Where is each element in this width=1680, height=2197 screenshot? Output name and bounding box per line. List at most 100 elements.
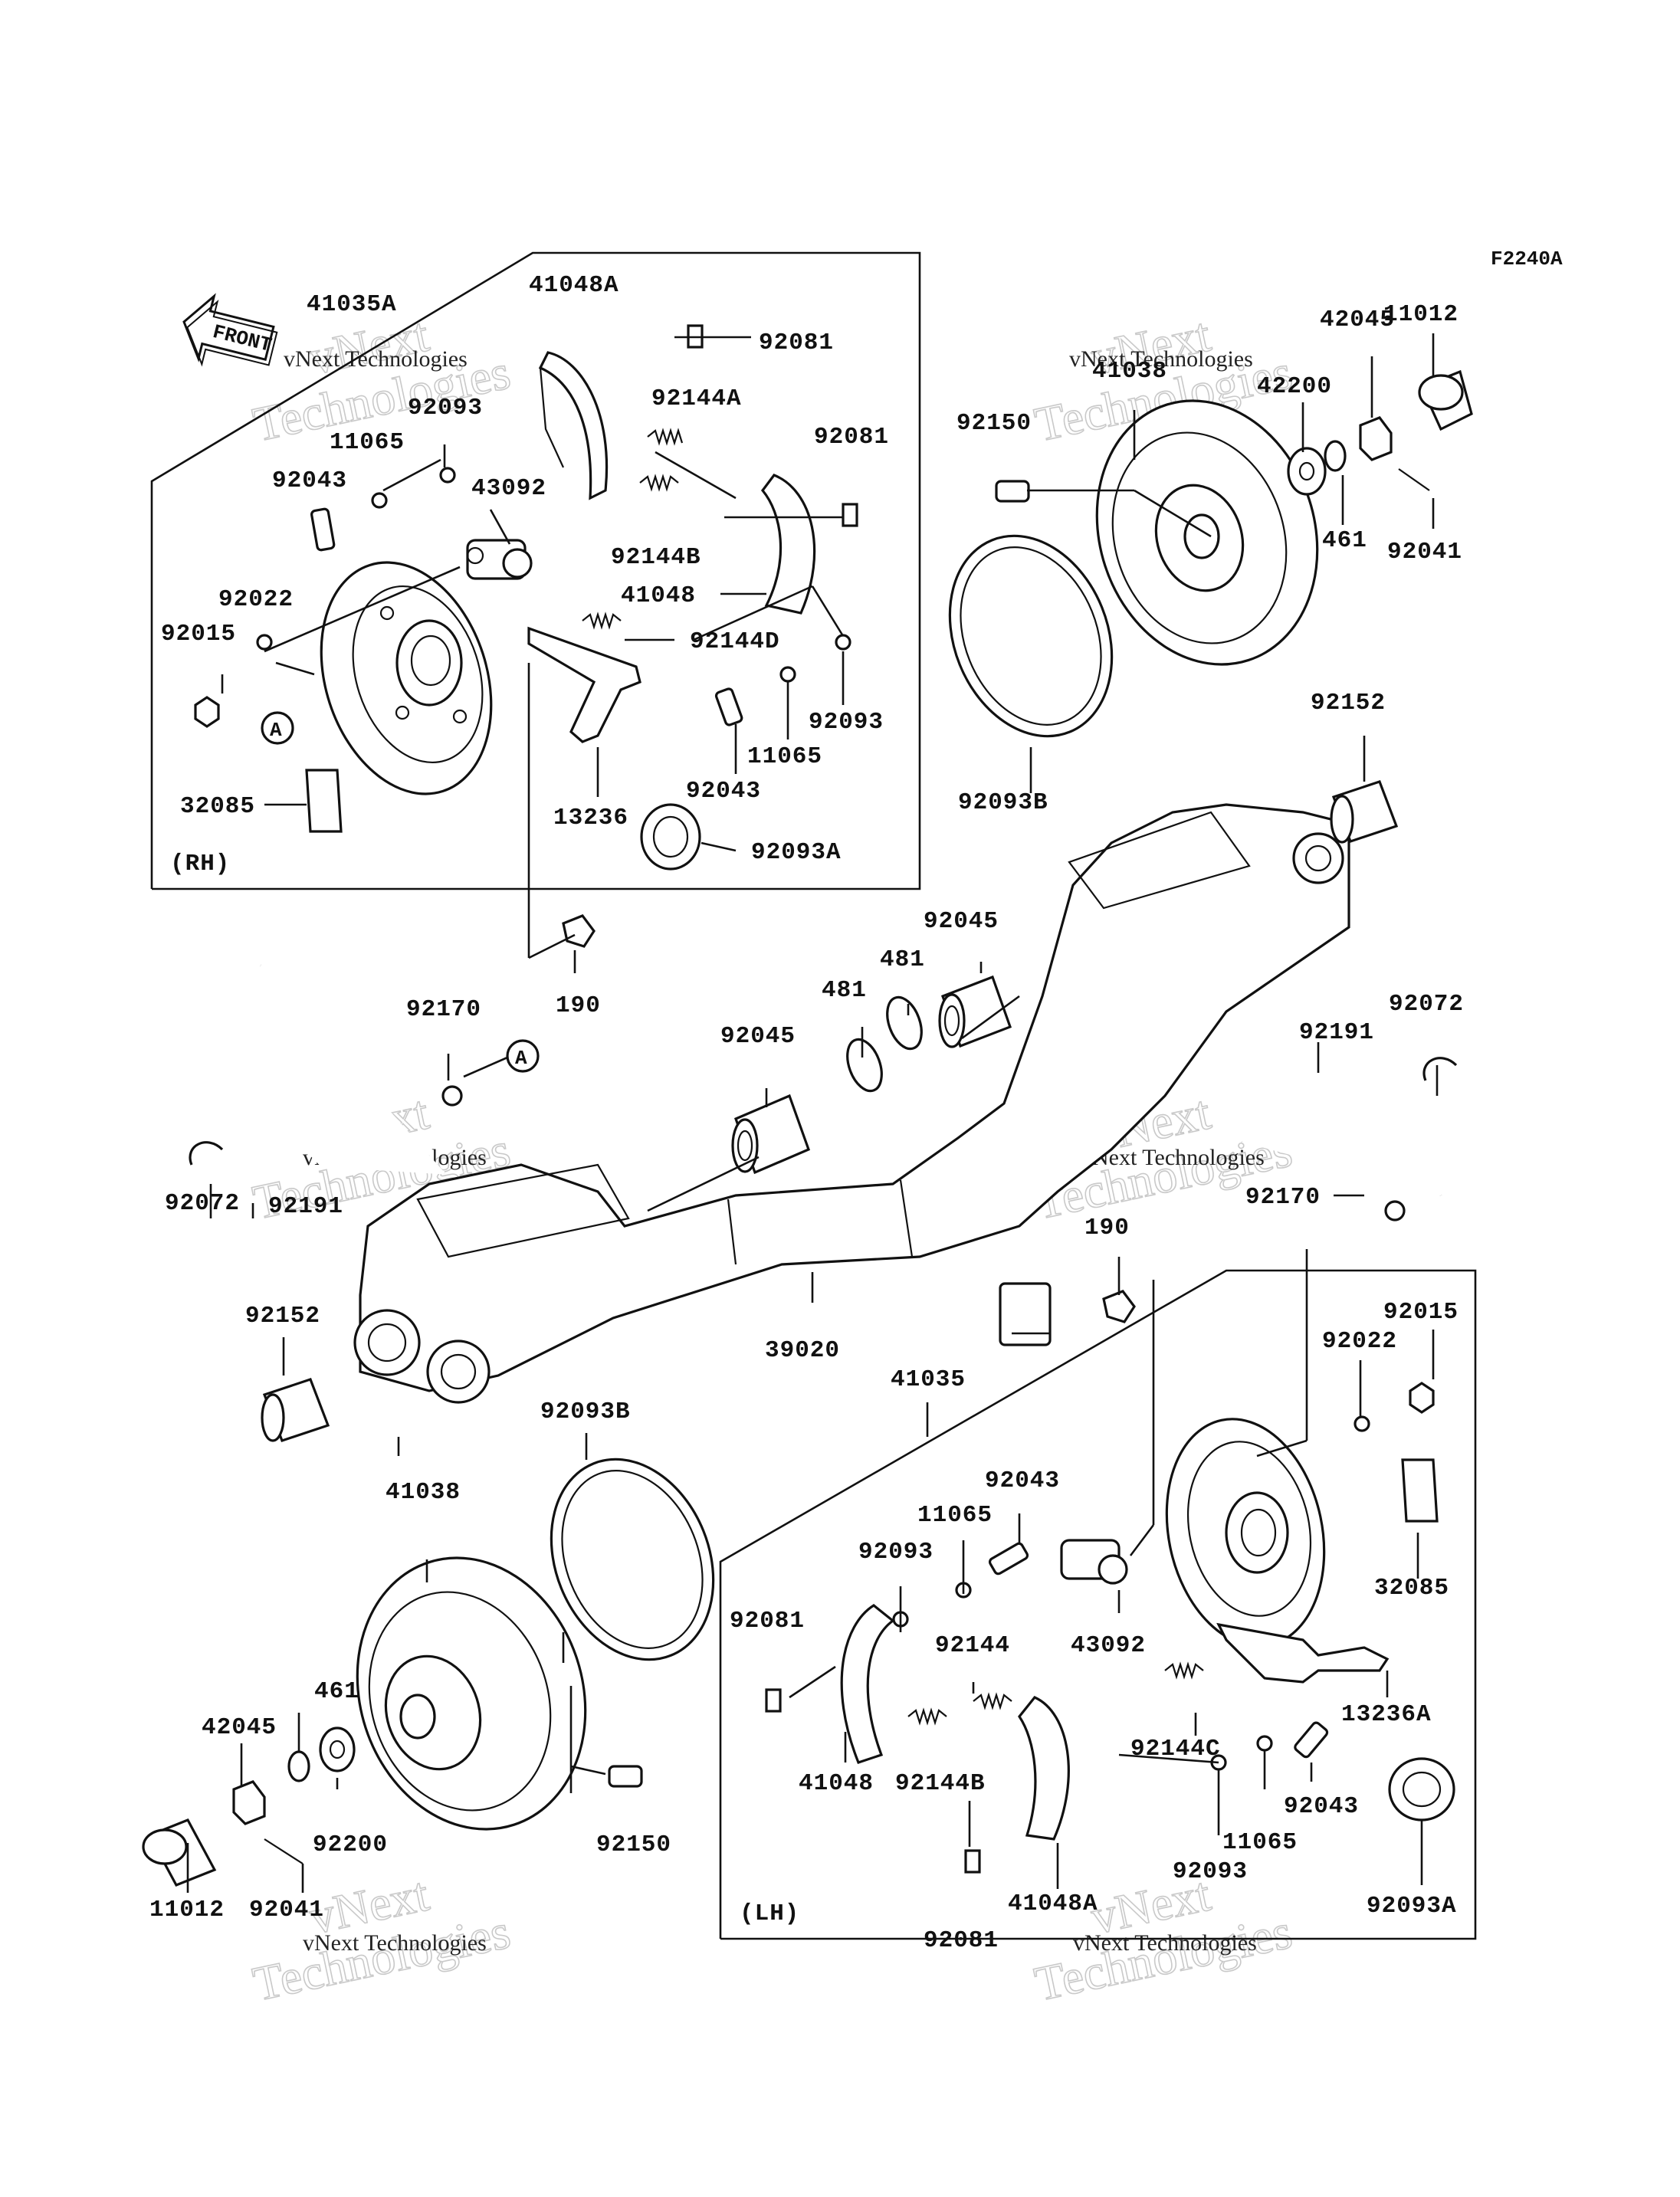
part-label-11012: 11012 <box>149 1897 225 1923</box>
rh-small-parts <box>194 324 858 871</box>
part-label-42045: 42045 <box>1320 307 1395 333</box>
part-label-92081: 92081 <box>814 424 889 451</box>
part-label-92093: 92093 <box>809 709 884 736</box>
part-label-11065: 11065 <box>1222 1829 1298 1856</box>
part-label-41048: 41048 <box>799 1770 874 1797</box>
part-label-92152: 92152 <box>245 1303 320 1330</box>
part-label-92072: 92072 <box>1389 991 1464 1018</box>
part-label-92043: 92043 <box>1284 1793 1359 1820</box>
part-label-41038: 41038 <box>1092 358 1167 385</box>
rh-springs <box>582 428 684 630</box>
lh-wheel-cylinder <box>1060 1539 1128 1585</box>
rh-adjuster-lever <box>527 626 641 743</box>
part-label-11065: 11065 <box>747 743 822 770</box>
rh-brake-shoe-41048A <box>538 351 609 500</box>
rh-backing-plate <box>320 561 493 795</box>
part-label-92170: 92170 <box>406 996 481 1023</box>
part-label-43092: 43092 <box>1071 1632 1146 1659</box>
part-label-481: 481 <box>880 946 925 973</box>
lh-brake-drum <box>356 1556 587 1831</box>
part-label-43092: 43092 <box>471 475 546 502</box>
part-label-92015: 92015 <box>161 621 236 648</box>
lh-dust-seal-ring <box>550 1458 715 1661</box>
part-label-92144: 92144 <box>935 1632 1010 1659</box>
rh-dust-seal-ring <box>948 534 1114 738</box>
part-label-92043: 92043 <box>272 467 347 494</box>
axle-housing <box>353 803 1350 1404</box>
part-label-42200: 42200 <box>1257 373 1332 400</box>
rh-wheel-cylinder <box>466 539 533 580</box>
part-label-92093B: 92093B <box>958 789 1048 816</box>
part-label-92022: 92022 <box>1322 1328 1397 1355</box>
part-label-92200: 92200 <box>313 1831 388 1858</box>
part-label-461: 461 <box>1322 527 1367 554</box>
bolt-190-top <box>562 914 596 948</box>
callout-a-text: A <box>270 719 282 742</box>
part-label-32085: 32085 <box>1374 1575 1449 1602</box>
watermark-small: vNext Technologies <box>1069 346 1253 372</box>
part-label-92081: 92081 <box>924 1927 999 1954</box>
part-label-92045: 92045 <box>924 908 999 935</box>
part-label-190: 190 <box>556 992 601 1019</box>
part-label-92093: 92093 <box>858 1539 934 1566</box>
part-label-92022: 92022 <box>218 586 294 613</box>
rh-brake-frame: (RH) <box>150 251 921 890</box>
part-label-41048: 41048 <box>621 582 696 609</box>
part-label-42045: 42045 <box>202 1714 277 1741</box>
part-label-92043: 92043 <box>985 1467 1060 1494</box>
part-label-92144D: 92144D <box>690 628 780 655</box>
part-label-41038: 41038 <box>386 1479 461 1506</box>
part-label-92081: 92081 <box>759 330 834 356</box>
part-label-92152: 92152 <box>1311 690 1386 716</box>
part-label-92191: 92191 <box>268 1193 343 1220</box>
watermark-small: vNext Technologies <box>303 1930 487 1956</box>
part-label-481: 481 <box>822 977 867 1004</box>
part-label-92043: 92043 <box>686 778 761 805</box>
part-label-92041: 92041 <box>249 1897 324 1923</box>
callout-a-rh: A <box>261 711 294 745</box>
bolt-190-bottom <box>1102 1290 1136 1323</box>
front-arrow-icon: FRONT <box>182 293 278 367</box>
leader-lines <box>186 333 1439 1893</box>
callout-a-mid: A <box>506 1039 540 1073</box>
lh-springs <box>907 1661 1204 1726</box>
part-label-92093A: 92093A <box>1367 1893 1457 1920</box>
part-label-92144B: 92144B <box>895 1770 986 1797</box>
part-label-39020: 39020 <box>765 1337 840 1364</box>
part-label-13236A: 13236A <box>1341 1701 1432 1728</box>
part-label-92093: 92093 <box>1173 1858 1248 1885</box>
part-label-32085: 32085 <box>180 793 255 820</box>
part-label-92170: 92170 <box>1245 1184 1321 1211</box>
part-label-92150: 92150 <box>596 1831 671 1858</box>
part-label-92093B: 92093B <box>540 1399 631 1425</box>
part-label-41048A: 41048A <box>529 272 619 299</box>
lh-hub-parts <box>142 1726 643 1887</box>
part-label-92072: 92072 <box>165 1190 240 1217</box>
part-label-11065: 11065 <box>917 1502 993 1529</box>
axle-bushings <box>261 779 1399 1443</box>
part-label-41035A: 41035A <box>307 291 397 318</box>
lh-brake-shoe-41048A <box>1018 1696 1070 1841</box>
rh-brake-shoe-41048 <box>760 474 816 615</box>
part-label-92191: 92191 <box>1299 1019 1374 1046</box>
part-label-92144C: 92144C <box>1130 1736 1221 1763</box>
lh-brake-frame: (LH) <box>719 1269 1477 1940</box>
part-label-92144B: 92144B <box>611 544 701 571</box>
lh-label: (LH) <box>740 1900 799 1927</box>
figure-code: F2240A <box>1491 248 1563 271</box>
part-label-13236: 13236 <box>553 805 628 831</box>
rh-label: (RH) <box>170 851 230 877</box>
part-label-92041: 92041 <box>1387 539 1462 566</box>
part-label-461: 461 <box>314 1678 359 1705</box>
lh-adjuster-lever <box>1216 1622 1390 1684</box>
rh-brake-drum <box>1095 399 1319 666</box>
part-label-41035: 41035 <box>891 1366 966 1393</box>
part-label-11012: 11012 <box>1383 301 1459 328</box>
rh-hub-parts <box>995 369 1473 503</box>
part-label-11065: 11065 <box>330 429 405 456</box>
part-label-190: 190 <box>1084 1215 1130 1241</box>
lh-brake-shoe-41048 <box>840 1604 895 1764</box>
part-label-41048A: 41048A <box>1008 1890 1098 1917</box>
part-label-92081: 92081 <box>730 1608 805 1635</box>
